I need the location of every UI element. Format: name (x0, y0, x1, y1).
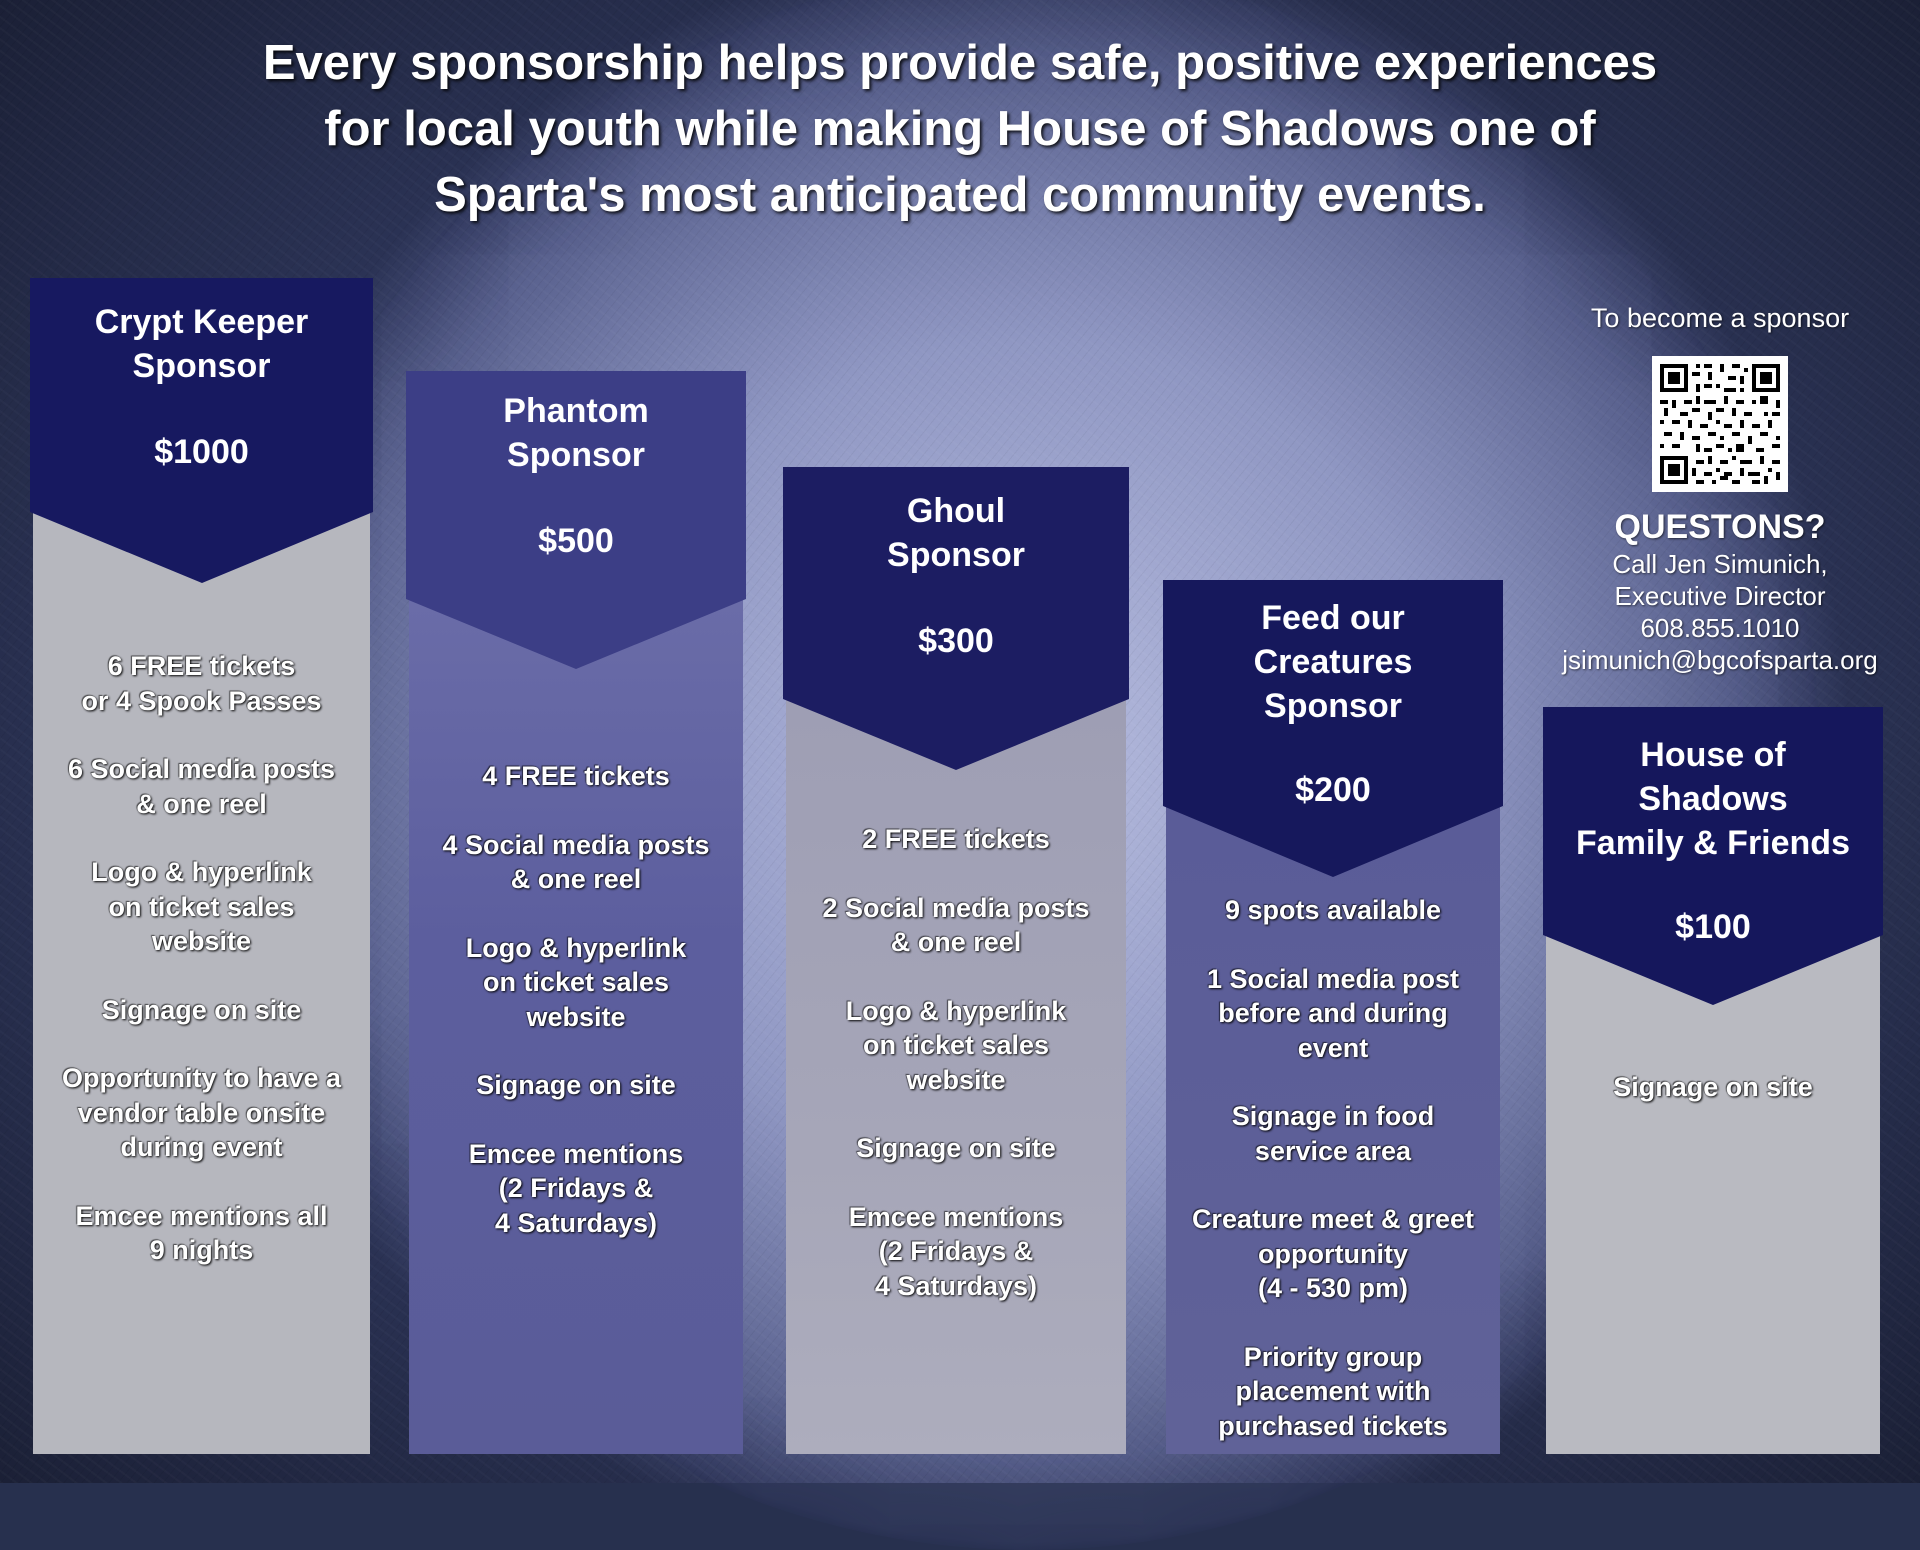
tier-name-line-1: House of (1640, 736, 1786, 774)
tier-header: Crypt Keeper Sponsor $1000 (30, 278, 373, 583)
benefit-item: Signage on site (476, 1070, 676, 1100)
tier-price: $300 (918, 622, 994, 660)
tier-body (1166, 806, 1500, 1454)
contact-name: Call Jen Simunich, (1612, 549, 1828, 579)
tier-name-line-1: Crypt Keeper (94, 303, 309, 341)
tier-body (409, 599, 743, 1454)
tier-header: House of Shadows Family & Friends $100 (1543, 707, 1883, 1005)
benefit-item: Logo & hyperlink on ticket sales website (845, 995, 1067, 1095)
tier-body (1546, 933, 1880, 1454)
tier-body (786, 697, 1126, 1454)
benefit-item: Signage in food service area (1231, 1101, 1435, 1166)
headline-line-3: Sparta's most anticipated community even… (434, 168, 1486, 222)
tier-price: $1000 (154, 433, 249, 471)
contact-email[interactable]: jsimunich@bgcofsparta.org (1562, 645, 1878, 675)
tier-header: Feed our Creatures Sponsor $200 (1163, 580, 1503, 877)
become-sponsor-label: To become a sponsor (1590, 303, 1850, 333)
contact-phone[interactable]: 608.855.1010 (1640, 613, 1800, 643)
tier-benefits: 6 FREE tickets or 4 Spook Passes 6 Socia… (33, 649, 370, 1302)
tier-name-line-1: Phantom (503, 392, 649, 430)
contact-panel: To become a sponsor QUESTON (1540, 300, 1900, 676)
tier-header: Ghoul Sponsor $300 (783, 467, 1129, 770)
tier-ghoul: Ghoul Sponsor $300 2 FREE tickets 2 Soci… (783, 467, 1129, 1454)
tier-name-line-2: Sponsor (887, 536, 1025, 574)
benefit-item: 9 spots available (1224, 895, 1442, 925)
tier-benefits: 4 FREE tickets 4 Social media posts & on… (409, 759, 743, 1274)
tier-benefits: 2 FREE tickets 2 Social media posts & on… (786, 822, 1126, 1337)
benefit-item: Signage on site (1613, 1072, 1813, 1102)
headline: Every sponsorship helps provide safe, po… (0, 30, 1920, 228)
benefit-item: 2 Social media posts & one reel (822, 892, 1090, 958)
tier-name-line-2: Creatures (1253, 643, 1413, 681)
tier-name-line-3: Sponsor (1264, 687, 1402, 725)
qr-code-icon[interactable] (1652, 356, 1788, 492)
benefit-item: 4 Social media posts & one reel (442, 829, 710, 895)
benefit-item: Emcee mentions (2 Fridays & 4 Saturdays) (468, 1138, 684, 1238)
tier-price: $100 (1675, 908, 1751, 946)
benefit-item: 6 FREE tickets or 4 Spook Passes (81, 651, 322, 716)
benefit-item: Logo & hyperlink on ticket sales website (465, 932, 687, 1032)
benefit-item: 4 FREE tickets (482, 761, 670, 791)
benefit-item: Opportunity to have a vendor table onsit… (61, 1063, 342, 1162)
tier-price: $500 (538, 522, 614, 560)
benefit-item: Logo & hyperlink on ticket sales website (91, 857, 312, 956)
benefit-item: Emcee mentions (2 Fridays & 4 Saturdays) (848, 1201, 1064, 1301)
tier-benefits: 9 spots available 1 Social media post be… (1166, 893, 1500, 1477)
tier-name-line-2: Sponsor (507, 436, 645, 474)
tier-phantom: Phantom Sponsor $500 4 FREE tickets 4 So… (406, 371, 746, 1454)
questions-heading: QUESTONS? (1614, 508, 1826, 546)
benefit-item: Emcee mentions all 9 nights (75, 1200, 328, 1266)
tier-price: $200 (1295, 771, 1371, 809)
benefit-item: Signage on site (101, 994, 302, 1025)
tier-name-line-3: Family & Friends (1576, 824, 1850, 862)
headline-line-2: for local youth while making House of Sh… (324, 102, 1596, 156)
tier-family-and-friends: House of Shadows Family & Friends $100 S… (1543, 707, 1883, 1454)
tier-name-line-1: Feed our (1261, 599, 1405, 637)
benefit-item: 6 Social media posts & one reel (67, 754, 336, 819)
benefit-item: Creature meet & greet opportunity (4 - 5… (1191, 1204, 1475, 1303)
tier-name-line-2: Sponsor (132, 347, 271, 385)
tier-name-line-1: Ghoul (906, 492, 1006, 530)
contact-title: Executive Director (1614, 581, 1826, 611)
tier-body (33, 508, 370, 1454)
tier-benefits: Signage on site (1546, 1070, 1880, 1139)
benefit-item: 2 FREE tickets (862, 824, 1050, 854)
tier-header: Phantom Sponsor $500 (406, 371, 746, 669)
tier-feed-our-creatures: Feed our Creatures Sponsor $200 9 spots … (1163, 580, 1503, 1454)
tier-crypt-keeper: Crypt Keeper Sponsor $1000 6 FREE ticket… (30, 278, 373, 1454)
tier-name-line-2: Shadows (1638, 780, 1788, 818)
benefit-item: Signage on site (856, 1133, 1056, 1163)
headline-line-1: Every sponsorship helps provide safe, po… (262, 36, 1658, 90)
benefit-item: Priority group placement with purchased … (1218, 1341, 1448, 1441)
benefit-item: 1 Social media post before and during ev… (1206, 963, 1460, 1063)
